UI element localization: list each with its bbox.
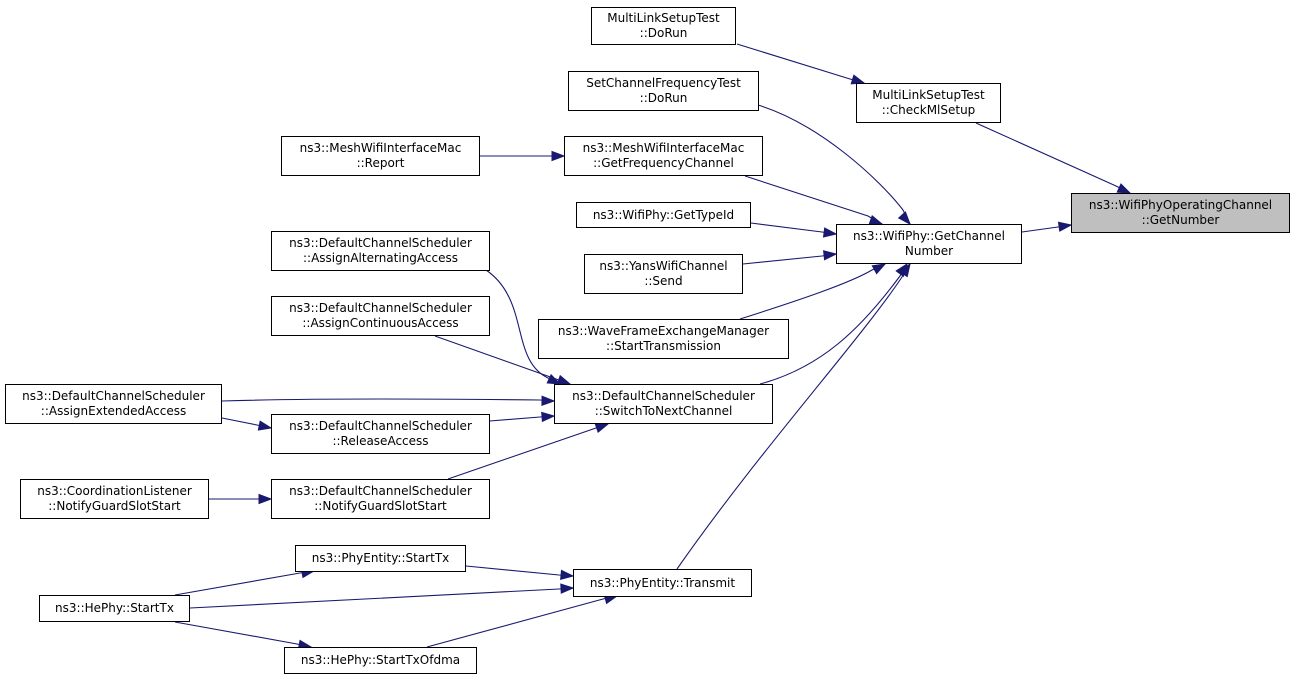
call-edge [759,263,908,385]
node-phystarttx[interactable]: ns3::PhyEntity::StartTx [295,545,466,572]
node-label-line: ns3::HePhy::StartTx [55,601,174,615]
node-checkmlsetup[interactable]: MultiLinkSetupTest::CheckMlSetup [856,83,1001,123]
node-label-line: ::NotifyGuardSlotStart [48,499,181,513]
node-transmit[interactable]: ns3::PhyEntity::Transmit [573,569,752,597]
call-edge [189,587,574,609]
node-label-line: ns3::DefaultChannelScheduler [22,389,205,403]
node-assigncont[interactable]: ns3::DefaultChannelScheduler::AssignCont… [271,296,490,336]
node-label-line: SetChannelFrequencyTest [586,76,741,90]
node-label-line: ns3::PhyEntity::StartTx [311,551,450,565]
call-edge [174,570,315,596]
node-hestarttx[interactable]: ns3::HePhy::StartTx [39,595,190,622]
arrow-head-icon [551,150,566,162]
node-scftdorun[interactable]: SetChannelFrequencyTest::DoRun [568,71,759,111]
arrow-head-icon [871,263,887,275]
node-releaseaccess[interactable]: ns3::DefaultChannelScheduler::ReleaseAcc… [271,414,490,454]
arrow-head-icon [541,411,556,423]
arrow-head-icon [1057,221,1073,232]
node-label-line: ns3::WifiPhyOperatingChannel [1088,198,1273,212]
node-label-line: ::GetFrequencyChannel [593,156,734,170]
arrow-head-icon [868,214,884,225]
node-label-line: ns3::MeshWifiInterfaceMac [299,141,462,155]
node-label-line: ns3::MeshWifiInterfaceMac [582,141,745,155]
node-notifysched[interactable]: ns3::DefaultChannelScheduler::NotifyGuar… [271,479,490,519]
node-label-line: ns3::DefaultChannelScheduler [289,484,472,498]
node-label-line: ns3::DefaultChannelScheduler [289,419,472,433]
node-label-line: MultiLinkSetupTest [872,88,985,102]
node-label-line: ns3::HePhy::StartTxOfdma [300,653,461,667]
arrow-head-icon [897,211,911,226]
node-wavestart[interactable]: ns3::WaveFrameExchangeManager::StartTran… [538,319,789,359]
node-assignalt[interactable]: ns3::DefaultChannelScheduler::AssignAlte… [271,231,490,271]
node-label-line: ::SwitchToNextChannel [594,404,733,418]
arrow-head-icon [560,583,575,594]
node-label-line: MultiLinkSetupTest [607,11,720,25]
node-label-line: ::GetNumber [1141,213,1220,227]
node-hestartofdma[interactable]: ns3::HePhy::StartTxOfdma [284,647,477,674]
node-gettypeid[interactable]: ns3::WifiPhy::GetTypeId [576,202,751,228]
node-mlsdorun[interactable]: MultiLinkSetupTest::DoRun [591,7,736,45]
arrow-head-icon [1116,183,1132,194]
arrow-head-icon [556,374,572,385]
arrow-head-icon [258,493,273,505]
call-edge [757,104,911,225]
node-notifylistener[interactable]: ns3::CoordinationListener::NotifyGuardSl… [20,479,209,519]
arrow-head-icon [898,262,911,278]
arrow-head-icon [560,569,575,581]
node-meshreport[interactable]: ns3::MeshWifiInterfaceMac::Report [281,136,480,176]
node-label-line: ns3::YansWifiChannel [599,259,728,273]
call-edge [750,222,837,235]
call-edge [426,595,618,648]
node-label-line: ::DoRun [639,91,688,105]
node-label-line: ns3::WaveFrameExchangeManager [557,324,770,338]
node-label-line: ns3::DefaultChannelScheduler [572,389,755,403]
arrow-head-icon [541,395,556,407]
call-edge [676,263,911,570]
arrow-head-icon [822,227,838,238]
node-label-line: ::AssignAlternatingAccess [302,251,458,265]
call-edge [744,175,883,225]
node-label-line: ::ReleaseAccess [332,434,429,448]
node-label-line: ::DoRun [639,26,688,40]
arrow-head-icon [594,423,610,434]
node-label-line: ::CheckMlSetup [881,103,976,117]
node-label-line: ns3::PhyEntity::Transmit [589,575,736,590]
call-edge [975,122,1131,194]
node-label-line: ::Send [644,274,683,288]
node-switchnext[interactable]: ns3::DefaultChannelScheduler::SwitchToNe… [554,384,773,424]
node-assignext[interactable]: ns3::DefaultChannelScheduler::AssignExte… [5,384,222,424]
node-label-line: ns3::CoordinationListener [37,484,192,498]
call-edge [174,621,312,648]
call-edge [742,253,837,265]
node-label-line: ::NotifyGuardSlotStart [314,499,447,513]
call-edge [221,398,555,402]
node-label-line: ns3::WifiPhy::GetChannel [853,229,1005,243]
node-yanssend[interactable]: ns3::YansWifiChannel::Send [584,254,743,294]
node-label-line: Number [904,244,954,258]
node-label-line: ns3::DefaultChannelScheduler [289,236,472,250]
arrow-head-icon [823,250,838,261]
node-getnumber: ns3::WifiPhyOperatingChannel::GetNumber [1071,193,1290,233]
call-edge [739,263,886,320]
node-label-line: ::StartTransmission [606,339,721,353]
call-edge [465,565,574,577]
arrow-head-icon [257,420,273,431]
node-label-line: ::Report [356,156,405,170]
node-getfreqchannel[interactable]: ns3::MeshWifiInterfaceMac::GetFrequencyC… [564,136,763,176]
node-label-line: ns3::DefaultChannelScheduler [289,301,472,315]
node-label-line: ::AssignContinuousAccess [302,316,459,330]
node-label-line: ns3::WifiPhy::GetTypeId [592,207,735,222]
node-label-line: ::AssignExtendedAccess [40,404,187,418]
